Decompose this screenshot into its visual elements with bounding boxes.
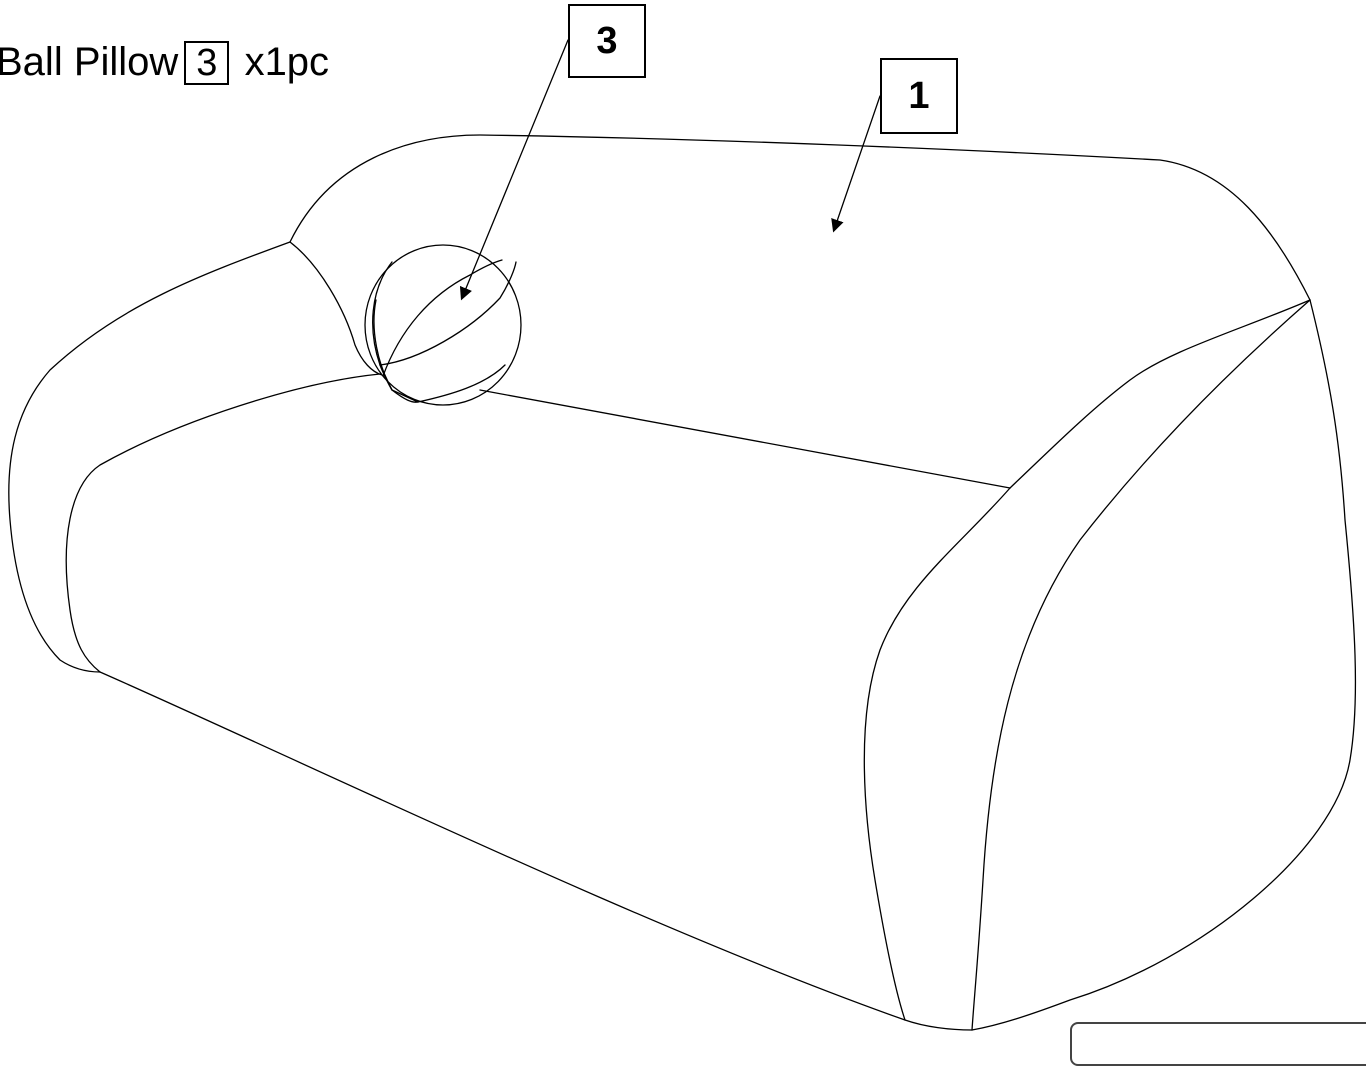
seat-back-seam: [479, 389, 1011, 489]
leader-line-1: [831, 95, 881, 233]
right-arm-seam: [971, 299, 1311, 1031]
callout-box-1: 1: [880, 58, 958, 134]
part-name: Ball Pillow: [0, 40, 179, 84]
ball-pillow: [364, 244, 522, 406]
part-quantity: x1pc: [244, 40, 330, 84]
leader-line-3: [459, 39, 569, 301]
backrest-top-outline: [289, 134, 1311, 301]
front-bottom-edge: [99, 671, 973, 1031]
left-arm-junction: [289, 241, 383, 376]
right-arm-front: [863, 487, 1011, 1021]
right-outer-side: [971, 299, 1357, 1031]
corner-frame: [1070, 1022, 1366, 1066]
right-arm-inner: [1009, 299, 1311, 489]
left-arm-inner: [65, 373, 381, 673]
sofa-line-drawing: [8, 39, 1357, 1031]
left-arm-outer: [8, 241, 291, 673]
part-number-box: 3: [184, 41, 230, 85]
callout-box-3: 3: [568, 4, 646, 78]
